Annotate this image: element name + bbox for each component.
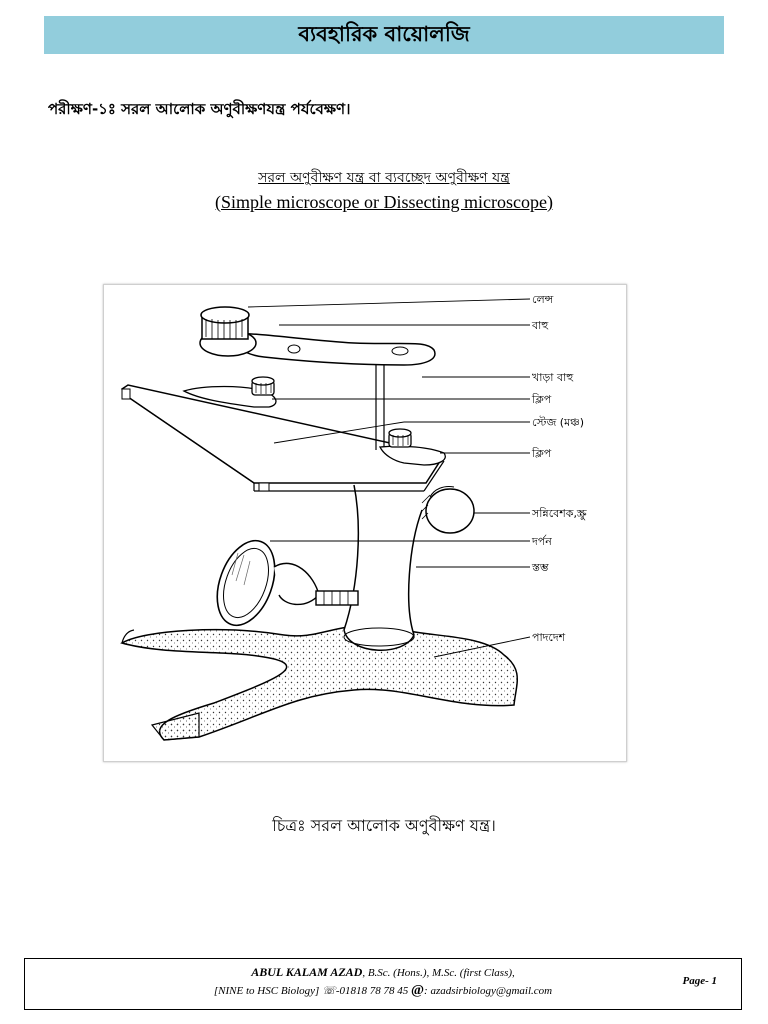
vertical-arm-drawing xyxy=(375,365,385,450)
lens-drawing xyxy=(199,306,257,357)
footer-course: [NINE to HSC Biology] xyxy=(213,985,320,997)
label-pillar: স্তম্ভ xyxy=(531,561,549,574)
footer-phone: -01818 78 78 45 xyxy=(335,985,409,997)
header-banner: ব্যবহারিক বায়োলজি xyxy=(44,16,724,54)
subtitle-bengali-wrap: সরল অণুবীক্ষণ যন্ত্র বা ব্যবচ্ছেদ অণুবীক… xyxy=(0,166,768,190)
subtitle-english-wrap: (Simple microscope or Dissecting microsc… xyxy=(0,192,768,213)
phone-icon: ☏ xyxy=(322,985,336,997)
footer-line-1: ABUL KALAM AZAD, B.Sc. (Hons.), M.Sc. (f… xyxy=(25,965,741,980)
adjustment-screw-drawing xyxy=(421,486,475,534)
label-adjustment-screw: সন্নিবেশক,স্ক্রু xyxy=(531,507,587,520)
microscope-drawing: লেন্স বাহু খাড়া বাহু ক্লিপ স্টেজ (মঞ্চ)… xyxy=(120,293,587,741)
footer-line-2: [NINE to HSC Biology] ☏-01818 78 78 45 @… xyxy=(25,983,741,999)
arm-drawing xyxy=(222,332,436,366)
stage-drawing xyxy=(120,384,446,492)
figure-caption: চিত্রঃ সরল আলোক অণুবীক্ষণ যন্ত্র। xyxy=(272,816,496,835)
header-title: ব্যবহারিক বায়োলজি xyxy=(298,21,470,46)
label-clip-2: ক্লিপ xyxy=(531,447,552,460)
footer-email: : azadsirbiology@gmail.com xyxy=(424,985,553,997)
label-clip-1: ক্লিপ xyxy=(531,393,552,406)
label-base: পাদদেশ xyxy=(532,631,566,644)
footer-author: ABUL KALAM AZAD xyxy=(251,965,363,979)
subtitle-english: (Simple microscope or Dissecting microsc… xyxy=(215,192,553,212)
pillar-drawing xyxy=(343,484,423,651)
experiment-title: পরীক্ষণ-১ঃ সরল আলোক অণুবীক্ষণযন্ত্র পর্য… xyxy=(48,100,351,118)
label-vertical-arm: খাড়া বাহু xyxy=(532,371,574,384)
footer-qualifications: , B.Sc. (Hons.), M.Sc. (first Class), xyxy=(362,967,515,979)
label-stage: স্টেজ (মঞ্চ) xyxy=(532,416,584,429)
leader-lines xyxy=(247,298,531,658)
label-arm: বাহু xyxy=(531,319,549,332)
microscope-figure: লেন্স বাহু খাড়া বাহু ক্লিপ স্টেজ (মঞ্চ)… xyxy=(103,284,627,762)
subtitle-bengali: সরল অণুবীক্ষণ যন্ত্র বা ব্যবচ্ছেদ অণুবীক… xyxy=(258,170,510,186)
email-symbol: @ xyxy=(411,983,425,998)
mirror-drawing xyxy=(216,539,359,627)
page-number: Page- 1 xyxy=(682,975,717,987)
label-lens: লেন্স xyxy=(532,293,554,306)
label-mirror: দর্পন xyxy=(531,535,552,548)
footer-box: ABUL KALAM AZAD, B.Sc. (Hons.), M.Sc. (f… xyxy=(24,958,742,1010)
clip-1-drawing xyxy=(182,376,277,408)
base-drawing xyxy=(120,624,518,741)
clip-2-drawing xyxy=(378,428,446,466)
